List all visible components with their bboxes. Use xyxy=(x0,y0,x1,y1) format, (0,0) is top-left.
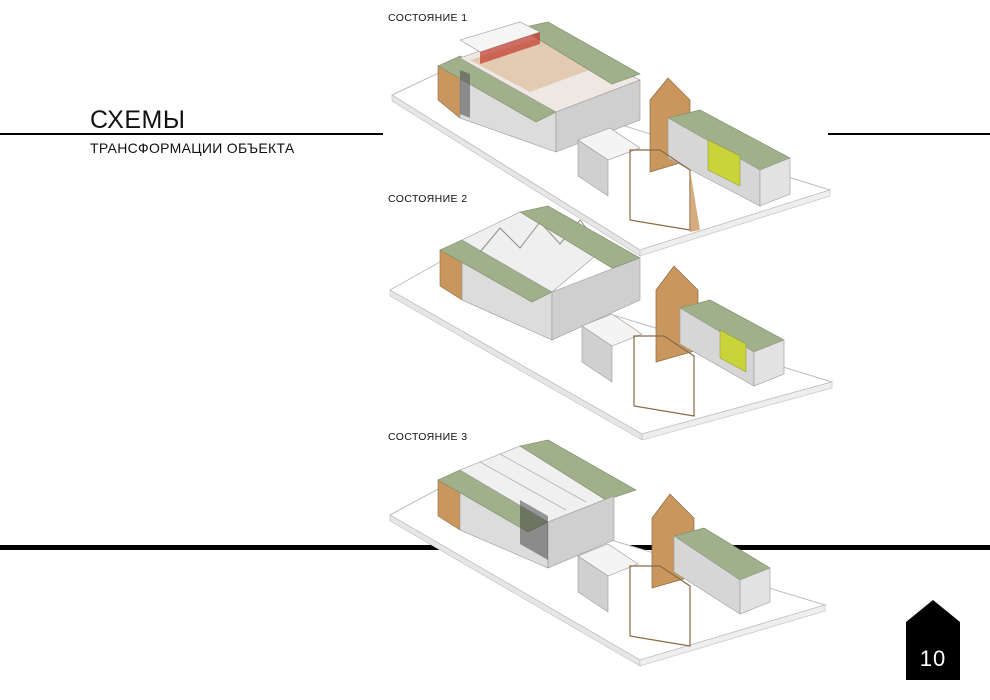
state-3-label: СОСТОЯНИЕ 3 xyxy=(388,431,468,443)
state-1-lime-panel xyxy=(707,139,741,187)
page-subtitle: ТРАНСФОРМАЦИИ ОБЪЕКТА xyxy=(90,140,295,156)
state-2-label: СОСТОЯНИЕ 2 xyxy=(388,193,468,205)
page-title: СХЕМЫ xyxy=(90,106,186,134)
title-block: СХЕМЫ ТРАНСФОРМАЦИИ ОБЪЕКТА xyxy=(90,106,295,156)
state-2-lime-panel xyxy=(719,329,747,373)
state-1-green-roof-b xyxy=(519,21,641,85)
state-3-green-roof-b xyxy=(519,439,637,501)
page-number: 10 xyxy=(919,646,947,671)
state-1-label: СОСТОЯНИЕ 1 xyxy=(388,12,468,24)
top-rule-right xyxy=(828,133,990,135)
top-rule-left xyxy=(0,133,383,135)
page-number-badge xyxy=(906,600,960,680)
